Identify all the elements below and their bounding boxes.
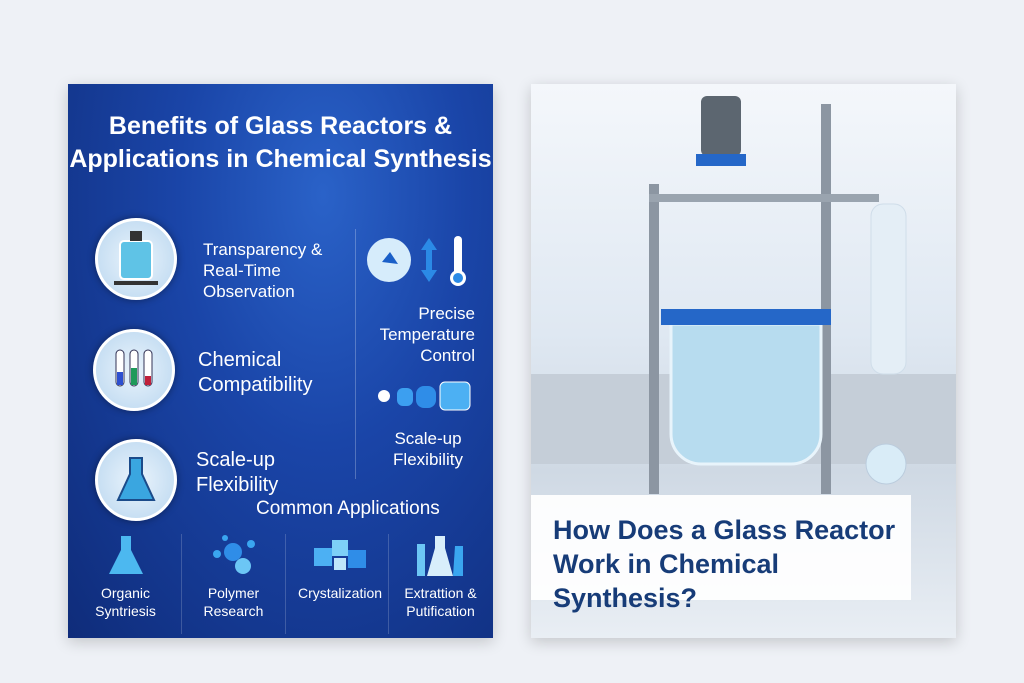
poster-title: Benefits of Glass Reactors & Application… xyxy=(69,112,492,173)
application-organic-synthesis: Organic Syntriesis xyxy=(73,534,178,634)
application-polymer-research: Polymer Research xyxy=(181,534,286,634)
glassware-icon xyxy=(416,536,463,576)
application-label: Crystalization xyxy=(297,585,383,601)
crystal-icon xyxy=(314,540,366,570)
reactor-icon xyxy=(95,218,177,300)
application-crystallization: Crystalization xyxy=(285,534,395,634)
divider xyxy=(285,534,286,634)
divider xyxy=(181,534,182,634)
divider xyxy=(388,534,389,634)
application-label: Organic Syntriesis xyxy=(95,585,156,619)
benefit-compatibility: Chemical Compatibility xyxy=(198,349,313,396)
scale-up-icon xyxy=(378,381,471,411)
test-tubes-icon xyxy=(93,329,175,411)
reactor-photo-poster: How Does a Glass Reactor Work in Chemica… xyxy=(531,84,956,638)
benefit-transparency: Transparency & Real-Time Observation xyxy=(203,240,323,301)
divider xyxy=(355,229,356,479)
application-label: Polymer Research xyxy=(203,585,264,619)
benefit-scaleup: Scale-up Flexibility xyxy=(196,449,279,496)
benefits-poster: Benefits of Glass Reactors & Application… xyxy=(68,84,493,638)
applications-heading: Common Applications xyxy=(256,498,440,519)
glass-reactor-photo xyxy=(531,96,956,494)
poster-caption: How Does a Glass Reactor Work in Chemica… xyxy=(531,495,911,613)
benefit-scaleup-2: Scale-up Flexibility xyxy=(393,429,463,469)
benefit-temperature: Precise Temperature Control xyxy=(379,304,475,365)
application-extraction: Extrattion & Putification xyxy=(388,534,493,634)
flask-icon xyxy=(108,536,143,574)
molecule-icon xyxy=(212,535,255,574)
thermometer-icon xyxy=(367,236,466,286)
flask-icon xyxy=(95,439,177,521)
application-label: Extrattion & Putification xyxy=(404,585,477,619)
